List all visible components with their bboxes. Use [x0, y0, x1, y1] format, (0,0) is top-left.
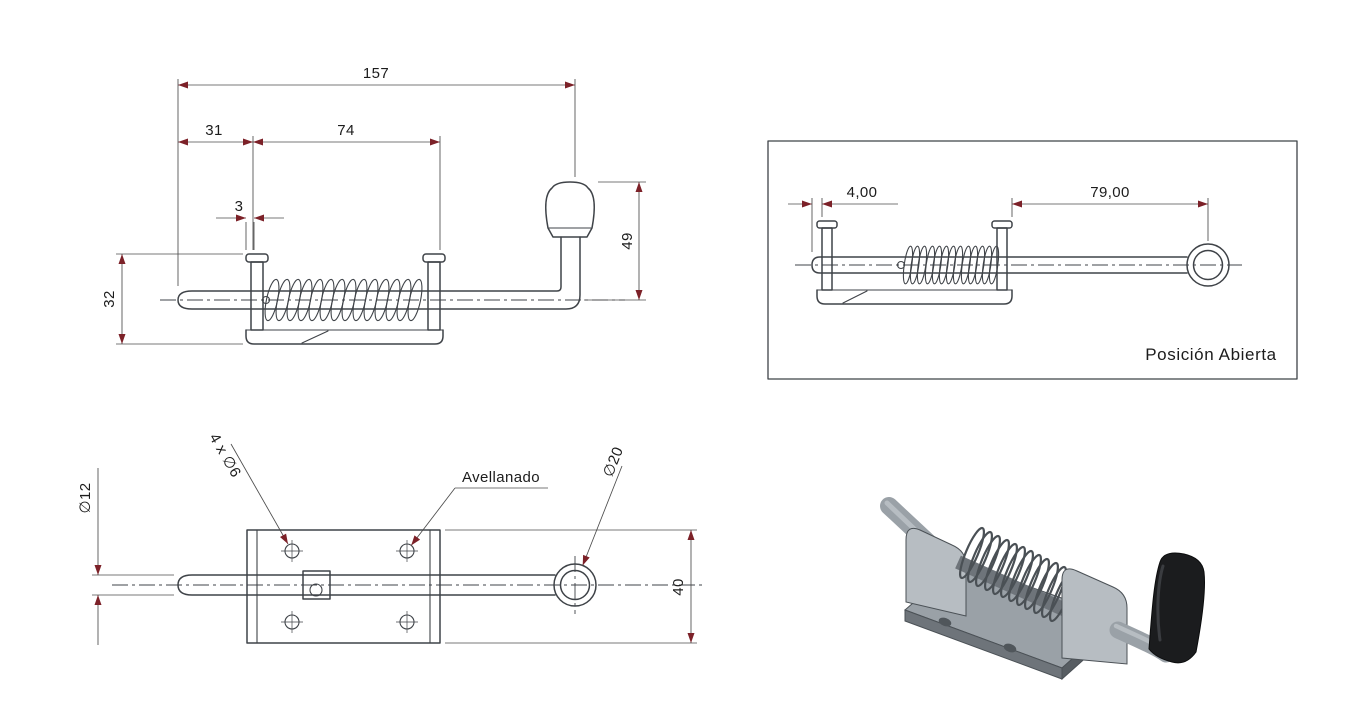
callout-holes: 4 x ∅6	[206, 431, 289, 545]
countersink-label-text: Avellanado	[462, 469, 540, 486]
dim-157-text: 157	[363, 65, 389, 82]
side-view-spring	[264, 278, 423, 322]
top-view-geometry	[112, 529, 705, 644]
open-view-spring	[902, 245, 1000, 285]
dimension-plate-width: 40	[445, 529, 697, 644]
open-position-caption: Posición Abierta	[1145, 345, 1277, 364]
view-border-box	[767, 140, 1298, 380]
open-view-geometry	[795, 220, 1242, 305]
dimension-tab-3: 3	[216, 198, 284, 250]
iso-spring	[958, 526, 1076, 623]
dimension-total-length: 157	[177, 65, 576, 286]
iso-hole	[938, 617, 952, 627]
dimension-height-32: 32	[101, 253, 243, 345]
callout-countersink: Avellanado	[410, 469, 548, 546]
dimension-body-74: 74	[253, 122, 441, 250]
dim-32-text: 32	[101, 290, 118, 308]
dim-4-text: 4,00	[847, 184, 878, 201]
dimension-gap-4: 4,00	[788, 184, 898, 252]
dim-3-text: 3	[235, 198, 244, 215]
iso-grip-knob	[1148, 552, 1205, 664]
side-view-geometry	[160, 181, 625, 345]
dim-ring-diameter-text: ∅20	[600, 444, 627, 479]
dimension-travel-79: 79,00	[1011, 184, 1209, 241]
iso-right-wall	[1061, 568, 1128, 665]
iso-hole	[1003, 643, 1017, 653]
iso-rod-middle	[955, 555, 1073, 619]
top-view: ∅12 4 x ∅6 Avellanado ∅20 40	[77, 431, 705, 645]
isometric-view	[880, 497, 1205, 681]
side-view: 157 31 74 3	[101, 65, 646, 345]
dimension-offset-31: 31	[178, 122, 254, 250]
open-position-view: 4,00 79,00 Posición Abierta	[767, 140, 1298, 380]
dim-holes-text: 4 x ∅6	[206, 431, 245, 481]
dim-31-text: 31	[205, 122, 223, 139]
dim-rod-diameter-text: ∅12	[77, 483, 94, 514]
dim-40-text: 40	[670, 578, 687, 596]
mounting-holes	[281, 540, 418, 633]
dimension-rod-diameter: ∅12	[77, 468, 174, 645]
callout-ring-diameter: ∅20	[582, 444, 627, 566]
dim-79-text: 79,00	[1090, 184, 1130, 201]
iso-left-wall	[905, 527, 967, 617]
dim-74-text: 74	[337, 122, 355, 139]
dim-49-text: 49	[619, 232, 636, 250]
dimension-handle-49: 49	[584, 181, 646, 301]
